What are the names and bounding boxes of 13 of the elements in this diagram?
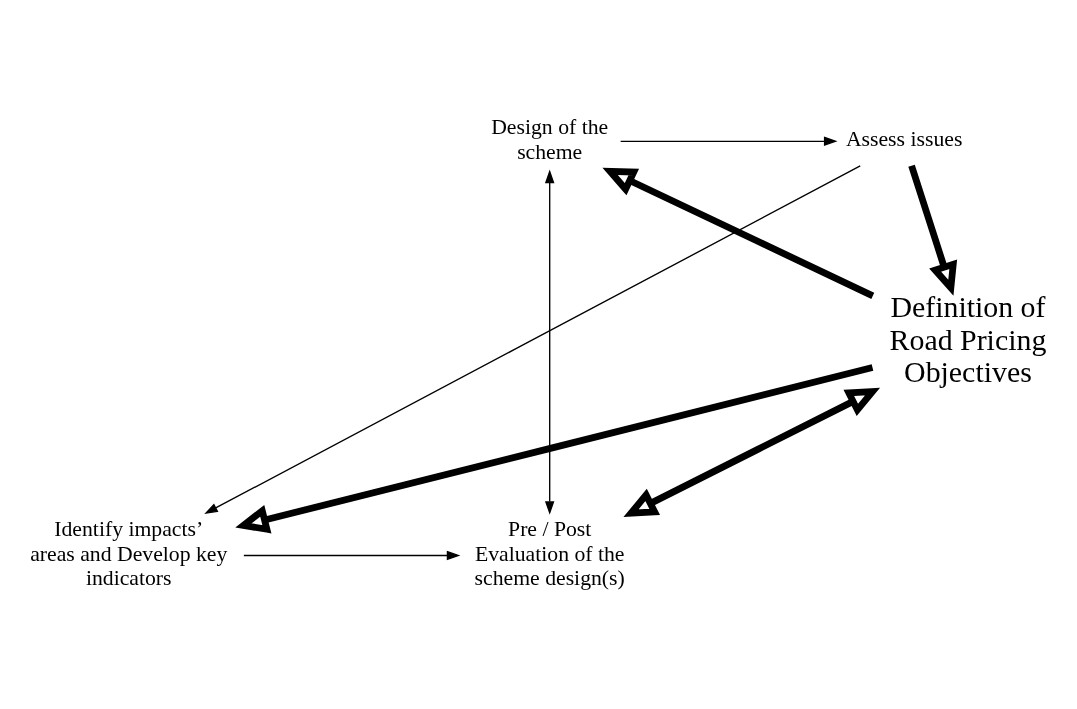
arrow (623, 387, 881, 517)
node-text: Design of the scheme (491, 115, 609, 164)
arrow (243, 550, 461, 561)
node-text: Identify impacts’ areas and Develop key indicators (30, 517, 228, 591)
arrow (235, 364, 874, 534)
node-text: Definition of Road Pricing Objectives (889, 290, 1047, 389)
arrow (602, 167, 875, 299)
arrow (204, 165, 861, 515)
arrow (619, 136, 838, 147)
arrow (908, 164, 958, 296)
node-text: Assess issues (845, 127, 963, 152)
node-text: Pre / Post Evaluation of the scheme design(s) (474, 517, 625, 591)
arrow (544, 169, 555, 515)
